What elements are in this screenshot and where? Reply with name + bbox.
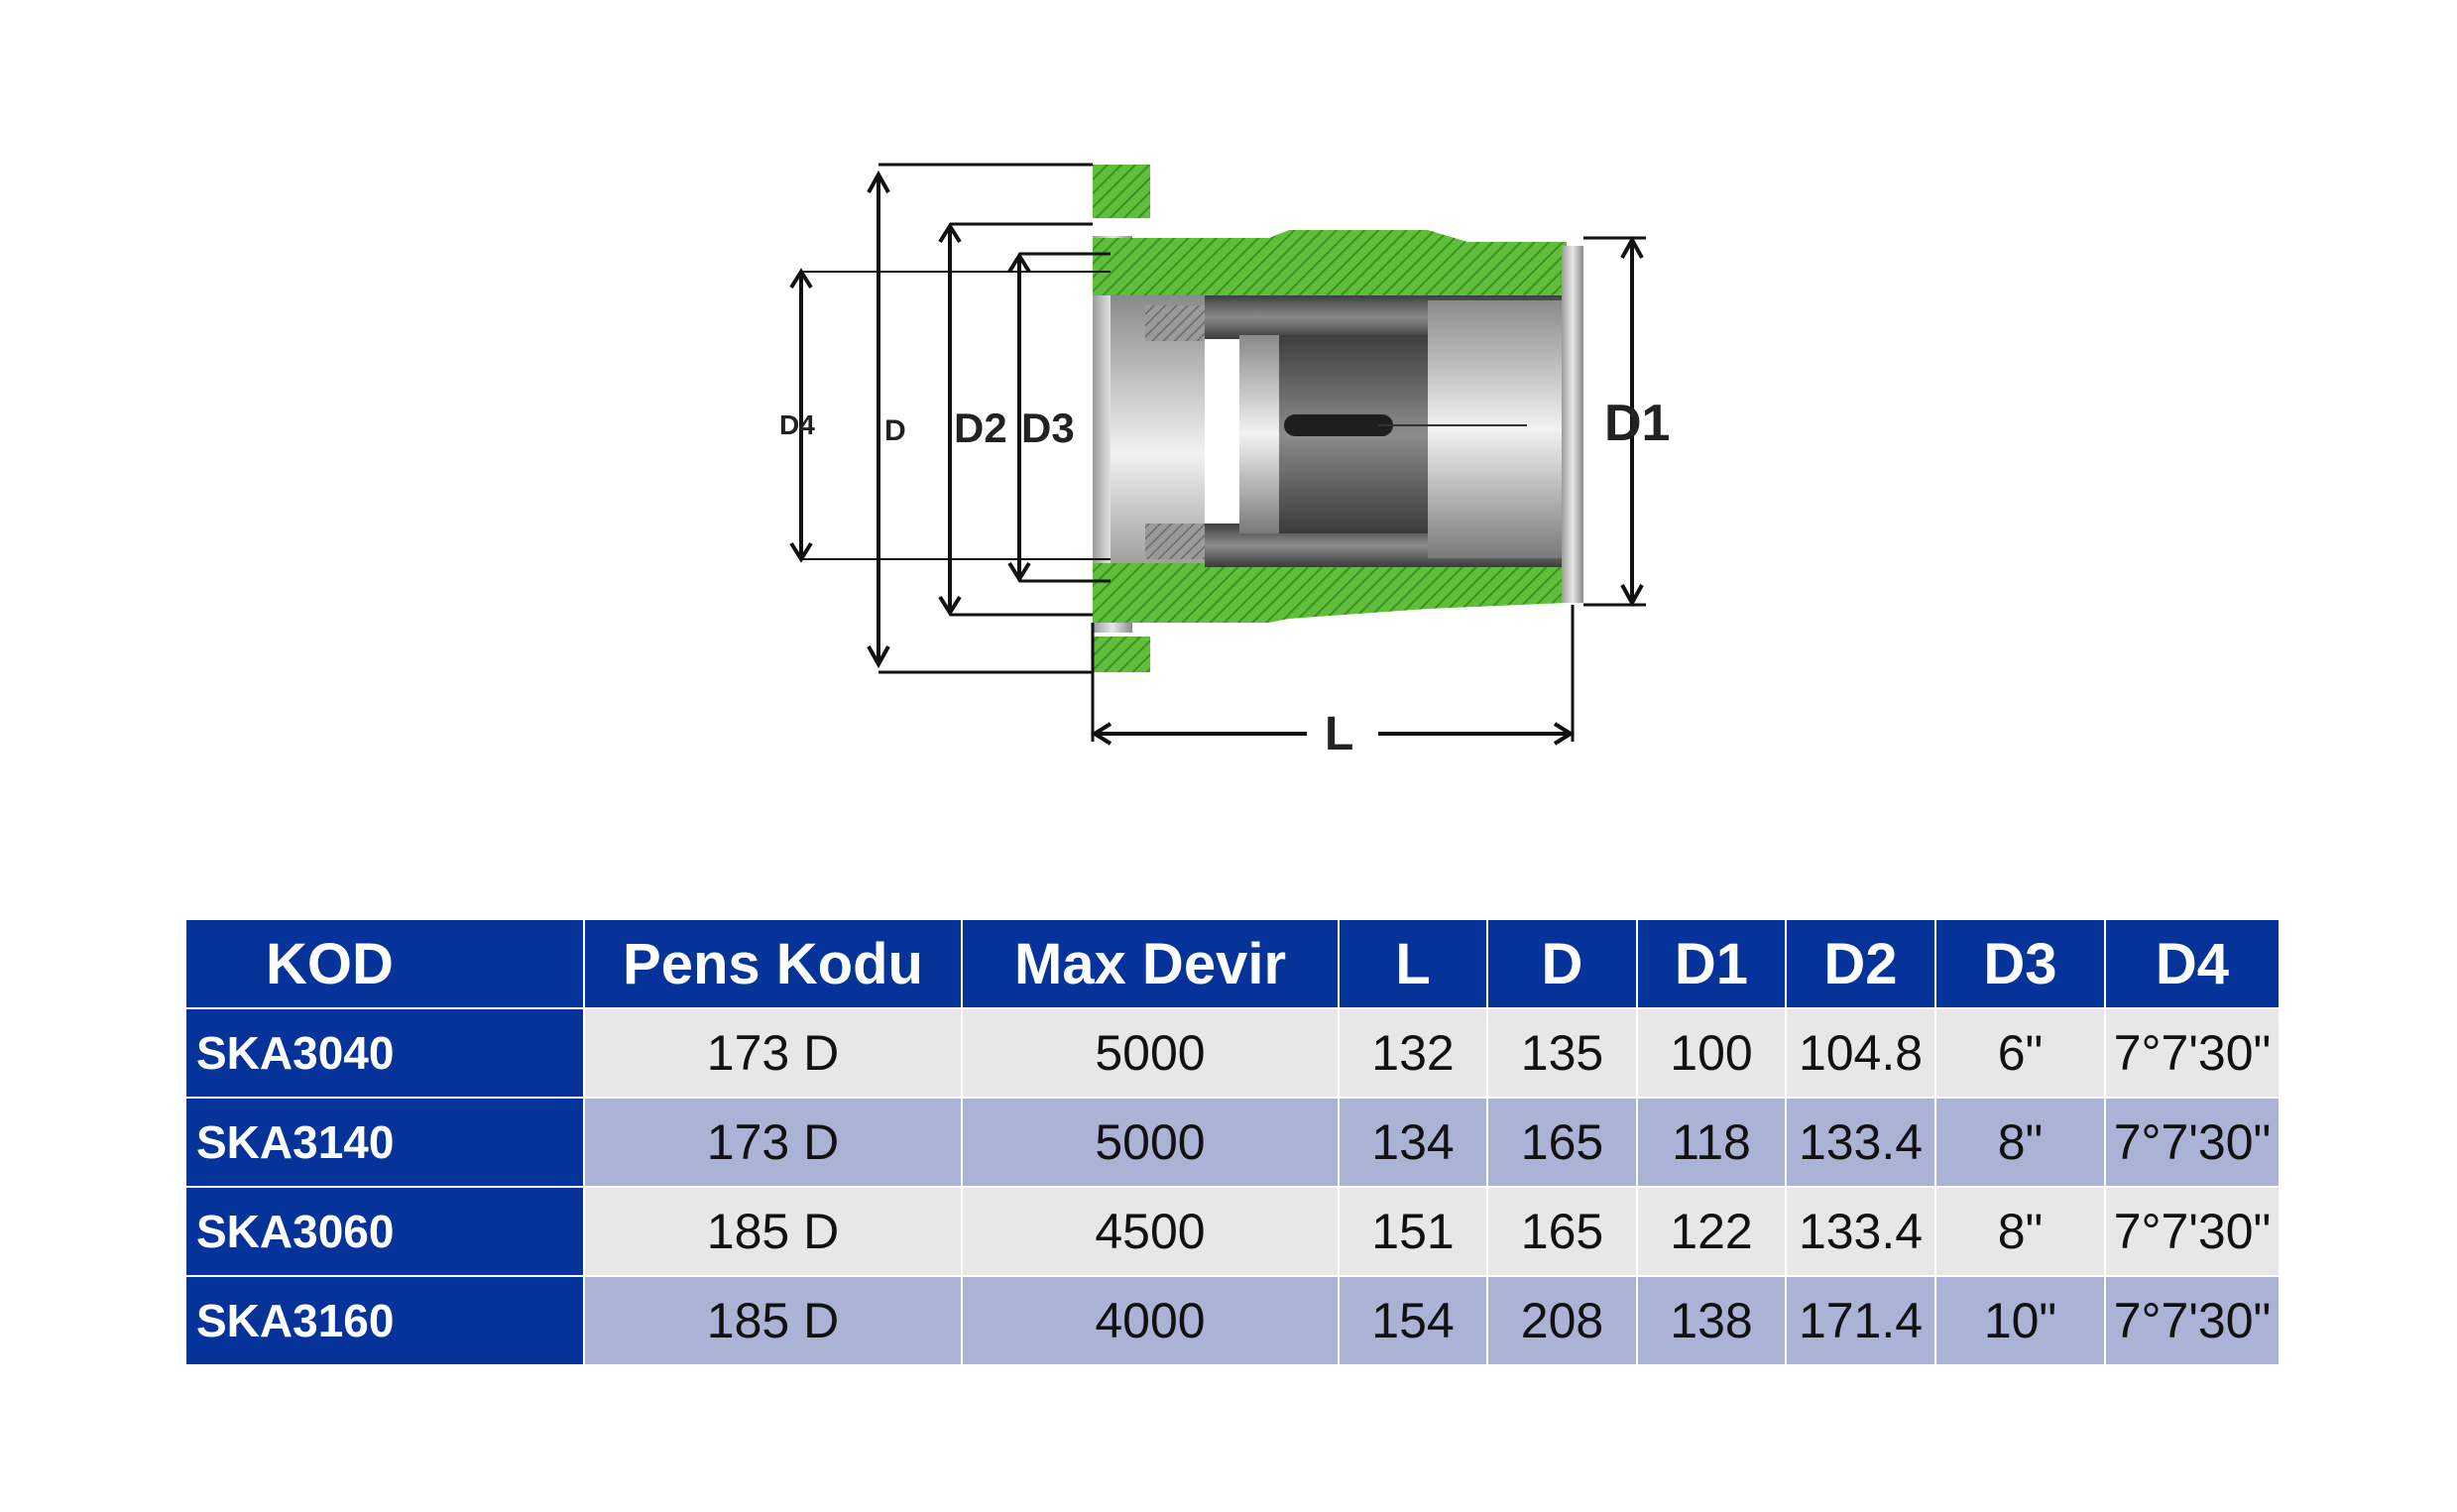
cell-pens-kodu: 173 D bbox=[583, 1097, 963, 1188]
cell-kod: SKA3140 bbox=[184, 1097, 585, 1188]
header-max-devir: Max Devir bbox=[961, 918, 1340, 1009]
header-pens-kodu: Pens Kodu bbox=[583, 918, 963, 1009]
header-d4: D4 bbox=[2104, 918, 2281, 1009]
cell-d4: 7°7'30" bbox=[2104, 1186, 2281, 1277]
cell-d1: 122 bbox=[1636, 1186, 1787, 1277]
cell-max-devir: 5000 bbox=[961, 1007, 1340, 1099]
header-d: D bbox=[1486, 918, 1638, 1009]
dim-label-d2: D2 bbox=[954, 405, 1007, 451]
header-d3: D3 bbox=[1934, 918, 2106, 1009]
table-row: SKA3040 173 D 5000 132 135 100 104.8 6" … bbox=[184, 1007, 2281, 1099]
flange-top bbox=[1093, 165, 1150, 218]
cell-d2: 171.4 bbox=[1785, 1275, 1936, 1366]
cell-d3: 8" bbox=[1934, 1186, 2106, 1277]
thread-bottom bbox=[1145, 523, 1205, 559]
collet-slot bbox=[1284, 414, 1393, 436]
cell-pens-kodu: 185 D bbox=[583, 1186, 963, 1277]
cell-l: 154 bbox=[1338, 1275, 1488, 1366]
table-row: SKA3140 173 D 5000 134 165 118 133.4 8" … bbox=[184, 1097, 2281, 1188]
header-kod: KOD bbox=[184, 918, 585, 1009]
front-face bbox=[1562, 246, 1583, 603]
cell-l: 151 bbox=[1338, 1186, 1488, 1277]
header-l: L bbox=[1338, 918, 1488, 1009]
cell-d2: 104.8 bbox=[1785, 1007, 1936, 1099]
collet-ring bbox=[1239, 335, 1279, 533]
technical-drawing: D4 D D2 D3 D1 L bbox=[779, 163, 1670, 760]
header-d1: D1 bbox=[1636, 918, 1787, 1009]
table-row: SKA3060 185 D 4500 151 165 122 133.4 8" … bbox=[184, 1186, 2281, 1277]
cell-d3: 6" bbox=[1934, 1007, 2106, 1099]
cell-d: 208 bbox=[1486, 1275, 1638, 1366]
spec-table: KOD Pens Kodu Max Devir L D D1 D2 D3 D4 … bbox=[184, 918, 2281, 1366]
table-row: SKA3160 185 D 4000 154 208 138 171.4 10"… bbox=[184, 1275, 2281, 1366]
flange-bottom bbox=[1093, 637, 1150, 672]
thread-top bbox=[1145, 305, 1205, 341]
cell-d4: 7°7'30" bbox=[2104, 1097, 2281, 1188]
cell-d: 135 bbox=[1486, 1007, 1638, 1099]
cell-max-devir: 4500 bbox=[961, 1186, 1340, 1277]
cell-d3: 8" bbox=[1934, 1097, 2106, 1188]
dim-label-d3: D3 bbox=[1021, 405, 1075, 451]
dim-label-d1: D1 bbox=[1604, 395, 1670, 452]
dim-label-l: L bbox=[1325, 708, 1353, 760]
cell-kod: SKA3160 bbox=[184, 1275, 585, 1366]
cell-d2: 133.4 bbox=[1785, 1097, 1936, 1188]
cell-d1: 138 bbox=[1636, 1275, 1787, 1366]
cell-d1: 100 bbox=[1636, 1007, 1787, 1099]
cell-max-devir: 4000 bbox=[961, 1275, 1340, 1366]
sleeve-top bbox=[1093, 230, 1567, 295]
sleeve-bottom bbox=[1093, 563, 1567, 623]
table-header-row: KOD Pens Kodu Max Devir L D D1 D2 D3 D4 bbox=[184, 918, 2281, 1009]
cell-d: 165 bbox=[1486, 1186, 1638, 1277]
cell-l: 132 bbox=[1338, 1007, 1488, 1099]
cell-max-devir: 5000 bbox=[961, 1097, 1340, 1188]
cell-d4: 7°7'30" bbox=[2104, 1275, 2281, 1366]
cell-l: 134 bbox=[1338, 1097, 1488, 1188]
cell-d3: 10" bbox=[1934, 1275, 2106, 1366]
dim-label-d4: D4 bbox=[779, 409, 815, 440]
cell-d: 165 bbox=[1486, 1097, 1638, 1188]
header-d2: D2 bbox=[1785, 918, 1936, 1009]
nose bbox=[1428, 300, 1567, 558]
dim-label-d: D bbox=[884, 414, 906, 447]
cell-kod: SKA3060 bbox=[184, 1186, 585, 1277]
bore-face bbox=[1111, 295, 1205, 613]
cell-d4: 7°7'30" bbox=[2104, 1007, 2281, 1099]
cell-d1: 118 bbox=[1636, 1097, 1787, 1188]
cell-pens-kodu: 185 D bbox=[583, 1275, 963, 1366]
cell-kod: SKA3040 bbox=[184, 1007, 585, 1099]
cell-pens-kodu: 173 D bbox=[583, 1007, 963, 1099]
cell-d2: 133.4 bbox=[1785, 1186, 1936, 1277]
